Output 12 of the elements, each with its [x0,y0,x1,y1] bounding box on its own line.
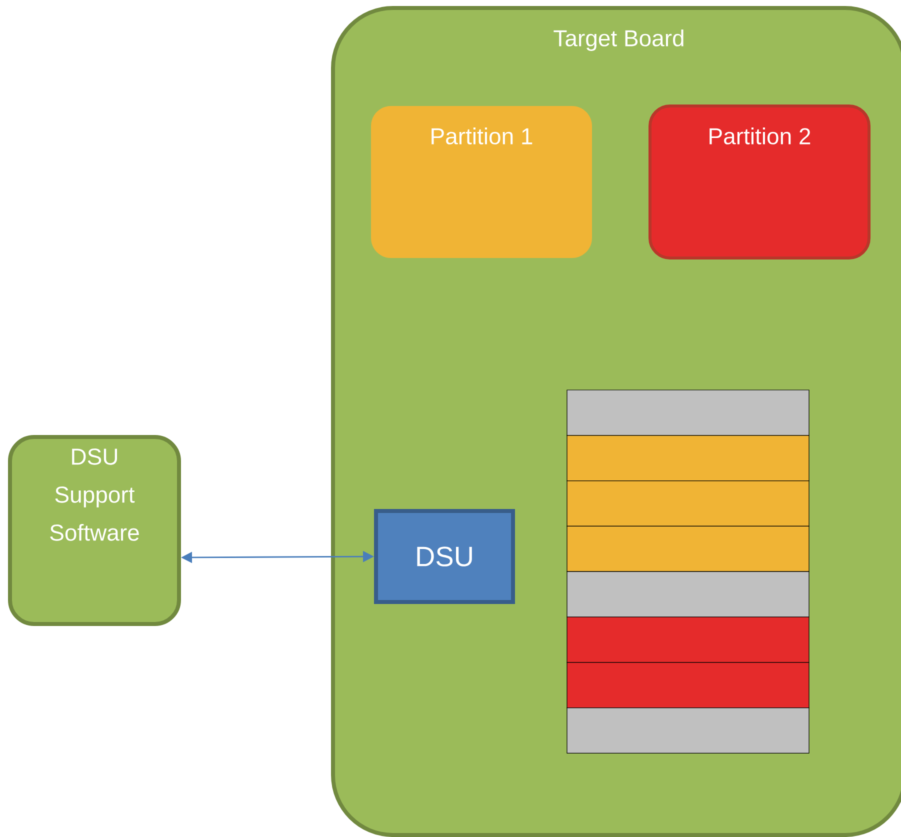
memory-bar [566,526,810,572]
memory-bar [566,662,810,708]
memory-bar [566,435,810,482]
memory-bar [566,616,810,663]
memory-bar [566,480,810,526]
unit-box: DSU [374,509,515,604]
memory-bar [566,708,810,754]
partition-box: Partition 1 [371,106,592,258]
partition-box: Partition 2 [648,104,871,260]
memory-bar [566,571,810,618]
software-box: DSU Support Software [8,435,181,626]
memory-bar [566,390,810,436]
